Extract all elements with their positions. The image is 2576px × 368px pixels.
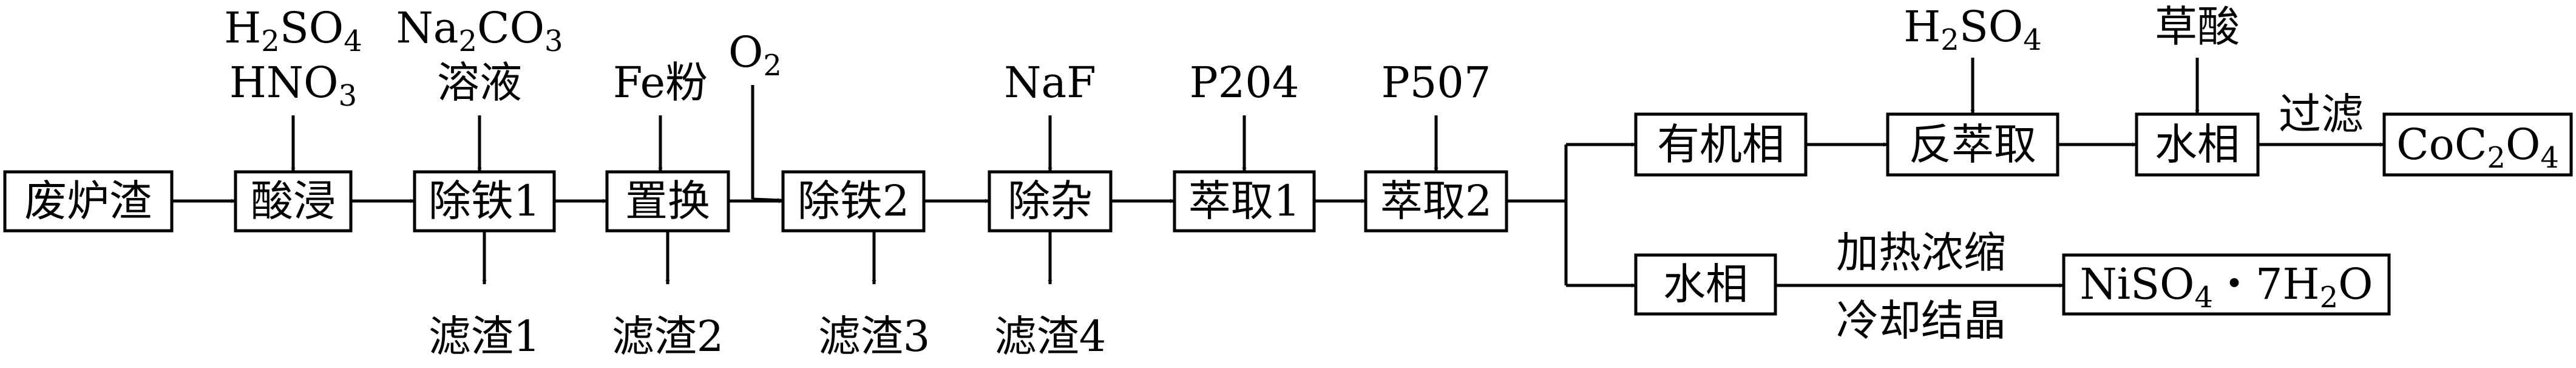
node-nickel-sulfate: NiSO4・7H2O [2062, 253, 2391, 316]
node-fe-removal-2: 除铁2 [781, 170, 926, 233]
node-organic-phase: 有机相 [1634, 112, 1808, 177]
node-slag-label: 废炉渣 [24, 176, 152, 226]
operation-heat-concentrate: 加热浓缩 [1836, 228, 2006, 278]
node-fe-removal-1-label: 除铁1 [429, 176, 541, 226]
residue-arrows [482, 231, 1052, 284]
operation-filter: 过滤 [2279, 89, 2364, 139]
node-back-extraction: 反萃取 [1886, 112, 2059, 177]
node-aqueous-phase-top: 水相 [2135, 112, 2260, 177]
node-extraction-1-label: 萃取1 [1188, 176, 1301, 226]
reagent-hno3: HNO3 [229, 58, 357, 113]
cobalt-oxalate-formula: CoC2O4 [2396, 120, 2559, 175]
operation-cool-crystallize: 冷却结晶 [1836, 296, 2006, 346]
reagent-oxalic-acid: 草酸 [2155, 2, 2240, 52]
node-acid-leach-label: 酸浸 [251, 176, 336, 226]
reagent-solution: 溶液 [437, 58, 522, 107]
node-back-extraction-label: 反萃取 [1909, 120, 2036, 169]
node-organic-phase-label: 有机相 [1657, 120, 1785, 169]
node-extraction-1: 萃取1 [1173, 170, 1316, 233]
reagent-arrows [291, 58, 2200, 203]
node-replacement-label: 置换 [625, 176, 710, 226]
main-flow-arrows [172, 142, 2384, 288]
node-aqueous-phase-top-label: 水相 [2155, 120, 2240, 169]
node-fe-removal-2-label: 除铁2 [798, 176, 910, 226]
nickel-sulfate-formula: NiSO4・7H2O [2079, 259, 2373, 315]
reagent-h2so4: H2SO4 [224, 3, 362, 58]
arrow-o2-input [752, 197, 782, 203]
residue-3-label: 滤渣3 [818, 312, 930, 361]
reagent-fe-powder: Fe粉 [613, 58, 708, 107]
node-cobalt-oxalate: CoC2O4 [2382, 112, 2573, 177]
node-impurity-removal: 除杂 [988, 170, 1113, 233]
node-replacement: 置换 [605, 170, 730, 233]
reagent-h2so4-back: H2SO4 [1903, 2, 2041, 57]
residue-2-label: 滤渣2 [612, 312, 724, 361]
residue-4-label: 滤渣4 [994, 312, 1107, 361]
residue-1-label: 滤渣1 [429, 312, 541, 361]
reagent-naf: NaF [1004, 58, 1096, 107]
reagent-na2co3: Na2CO3 [396, 3, 563, 58]
reagent-o2: O2 [728, 27, 782, 83]
node-extraction-2: 萃取2 [1364, 170, 1508, 233]
node-slag: 废炉渣 [3, 170, 174, 233]
node-impurity-removal-label: 除杂 [1008, 176, 1093, 226]
node-extraction-2-label: 萃取2 [1380, 176, 1493, 226]
node-aqueous-phase-bottom-label: 水相 [1663, 259, 1748, 309]
reagent-p507: P507 [1381, 58, 1491, 107]
node-fe-removal-1: 除铁1 [413, 170, 556, 233]
node-aqueous-phase-bottom: 水相 [1634, 253, 1777, 316]
reagent-p204: P204 [1190, 58, 1300, 107]
node-acid-leach: 酸浸 [234, 170, 353, 233]
